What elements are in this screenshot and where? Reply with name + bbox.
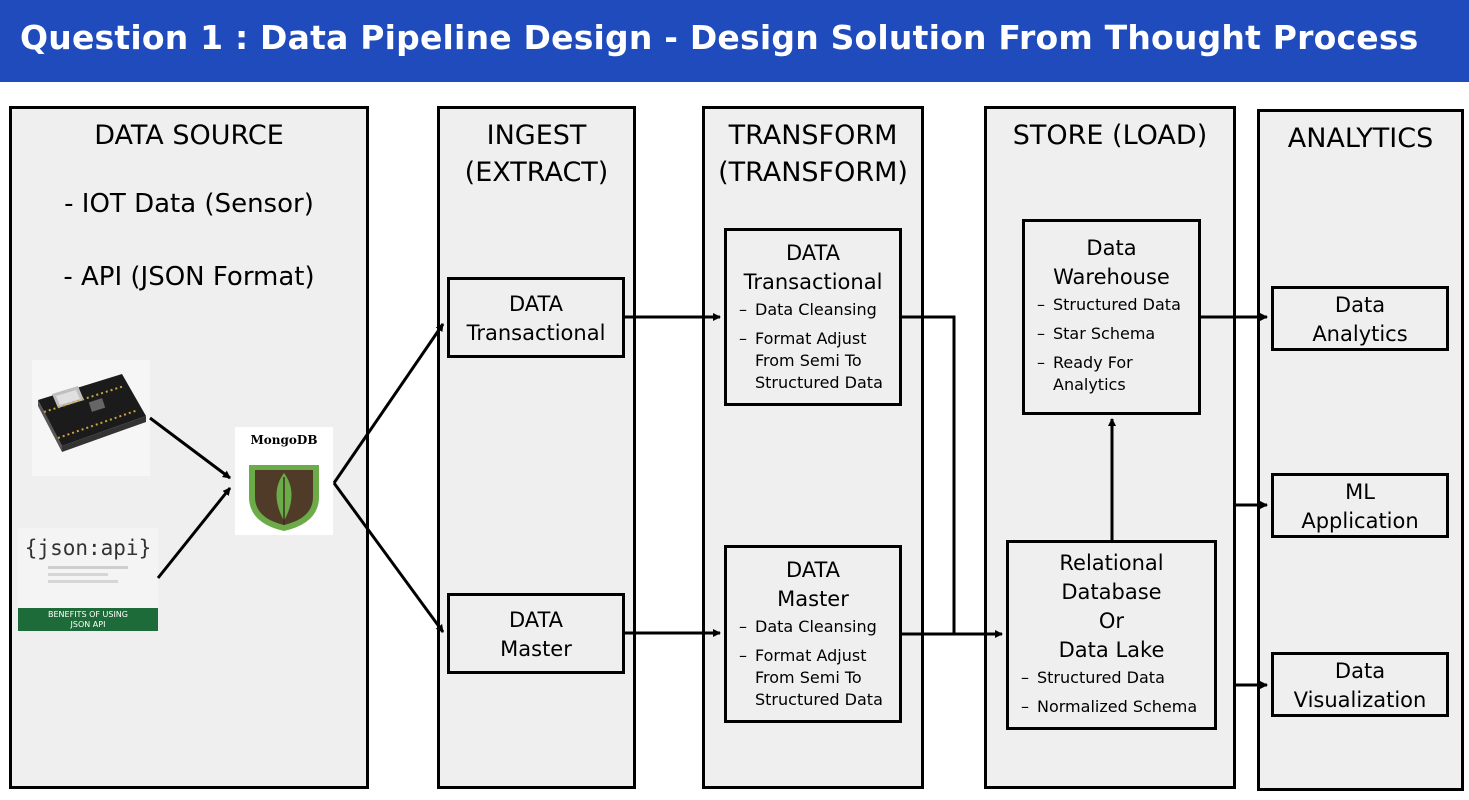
- column-ingest: INGEST (EXTRACT): [437, 106, 636, 789]
- title-bar: Question 1 : Data Pipeline Design - Desi…: [0, 0, 1469, 82]
- bullet-text: Format Adjust From Semi To Structured Da…: [755, 646, 883, 709]
- box-title-line1: DATA: [785, 241, 841, 265]
- json-api-caption-2: JSON API: [70, 620, 106, 629]
- iot-sensor-image: [32, 360, 150, 476]
- bullet-item: –Star Schema: [1037, 323, 1192, 345]
- box-title-line2: Master: [500, 637, 572, 661]
- column-heading-line1: INGEST: [486, 120, 587, 151]
- analytics-box-data-analytics: Data Analytics: [1271, 286, 1449, 351]
- box-title-line2: Warehouse: [1053, 265, 1170, 289]
- dash-icon: –: [1021, 697, 1029, 716]
- box-title-line2: Application: [1301, 509, 1419, 533]
- bullet-list: –Structured Data –Normalized Schema: [1009, 667, 1214, 718]
- arrow-iot-to-mongodb: [149, 416, 231, 480]
- box-title-line2: Analytics: [1312, 322, 1408, 346]
- dash-icon: –: [1021, 668, 1029, 687]
- json-api-caption-1: BENEFITS OF USING: [48, 610, 128, 619]
- bullet-item: –Ready For Analytics: [1037, 352, 1192, 396]
- bullet-text: Data Cleansing: [755, 617, 877, 636]
- json-api-logo-text: {json:api}: [24, 536, 152, 560]
- column-heading: ANALYTICS: [1287, 123, 1434, 154]
- bullet-list: –Structured Data –Star Schema –Ready For…: [1025, 294, 1198, 396]
- mongodb-leaf-icon: [249, 465, 319, 531]
- box-title-line2: Transactional: [743, 270, 883, 294]
- analytics-box-ml-application: ML Application: [1271, 473, 1449, 538]
- dash-icon: –: [1037, 295, 1045, 314]
- json-api-image: {json:api} BENEFITS OF USING JSON API: [18, 528, 158, 631]
- box-title-line4: Data Lake: [1058, 638, 1165, 662]
- column-heading-line2: (TRANSFORM): [718, 157, 908, 188]
- box-title-line2: Database: [1061, 580, 1162, 604]
- column-heading: STORE (LOAD): [1012, 120, 1208, 151]
- box-title-line1: DATA: [508, 292, 564, 316]
- box-title-line2: Transactional: [466, 321, 606, 345]
- connector-transform-transactional-down: [902, 315, 956, 634]
- bullet-list: –Data Cleansing –Format Adjust From Semi…: [727, 616, 899, 711]
- box-title-line1: Data: [1334, 659, 1386, 683]
- column-heading-line2: (EXTRACT): [464, 157, 609, 188]
- bullet-text: Star Schema: [1053, 324, 1156, 343]
- dash-icon: –: [739, 300, 747, 319]
- ingest-box-transactional: DATA Transactional: [447, 277, 625, 358]
- bullet-item: –Data Cleansing: [739, 616, 893, 638]
- source-item-api: - API (JSON Format): [63, 262, 315, 292]
- box-title-line1: DATA: [508, 608, 564, 632]
- page-title: Question 1 : Data Pipeline Design - Desi…: [20, 18, 1419, 57]
- dash-icon: –: [1037, 353, 1045, 372]
- store-box-database: Relational Database Or Data Lake –Struct…: [1006, 540, 1217, 730]
- box-title-line1: ML: [1345, 480, 1375, 504]
- bullet-text: Normalized Schema: [1037, 697, 1198, 716]
- transform-box-master: DATA Master –Data Cleansing –Format Adju…: [724, 545, 902, 723]
- mongodb-logo: MongoDB: [235, 427, 333, 535]
- box-title-line1: Data: [1086, 236, 1137, 260]
- column-heading: DATA SOURCE: [94, 120, 284, 151]
- transform-box-transactional: DATA Transactional –Data Cleansing –Form…: [724, 228, 902, 406]
- bullet-item: –Structured Data: [1037, 294, 1192, 316]
- source-item-iot: - IOT Data (Sensor): [64, 189, 314, 219]
- arrow-json-to-mongodb: [156, 487, 232, 579]
- bullet-item: –Normalized Schema: [1021, 696, 1208, 718]
- bullet-text: Data Cleansing: [755, 300, 877, 319]
- bullet-item: –Format Adjust From Semi To Structured D…: [739, 328, 893, 394]
- bullet-text: Ready For Analytics: [1053, 353, 1133, 394]
- arrow-mongodb-to-ingest-transactional: [332, 323, 445, 484]
- box-title-line1: DATA: [785, 558, 841, 582]
- json-api-logo-icon: [18, 528, 158, 631]
- box-title-line2: Visualization: [1293, 688, 1427, 712]
- bullet-item: –Structured Data: [1021, 667, 1208, 689]
- column-heading-line1: TRANSFORM: [728, 120, 898, 151]
- bullet-text: Structured Data: [1053, 295, 1181, 314]
- dash-icon: –: [1037, 324, 1045, 343]
- bullet-text: Structured Data: [1037, 668, 1165, 687]
- box-title-line2: Master: [777, 587, 849, 611]
- ingest-box-master: DATA Master: [447, 593, 625, 674]
- mongodb-logo-text: MongoDB: [250, 433, 318, 447]
- bullet-text: Format Adjust From Semi To Structured Da…: [755, 329, 883, 392]
- bullet-item: –Format Adjust From Semi To Structured D…: [739, 645, 893, 711]
- dash-icon: –: [739, 617, 747, 636]
- analytics-box-data-visualization: Data Visualization: [1271, 652, 1449, 717]
- dash-icon: –: [739, 329, 747, 348]
- box-title-line1: Data: [1334, 293, 1386, 317]
- arrow-mongodb-to-ingest-master: [332, 482, 445, 633]
- box-title-line1: Relational: [1059, 551, 1164, 575]
- bullet-list: –Data Cleansing –Format Adjust From Semi…: [727, 299, 899, 394]
- sensor-board-icon: [32, 360, 150, 476]
- dash-icon: –: [739, 646, 747, 665]
- store-box-warehouse: Data Warehouse –Structured Data –Star Sc…: [1022, 219, 1201, 415]
- bullet-item: –Data Cleansing: [739, 299, 893, 321]
- box-title-line3: Or: [1098, 609, 1125, 633]
